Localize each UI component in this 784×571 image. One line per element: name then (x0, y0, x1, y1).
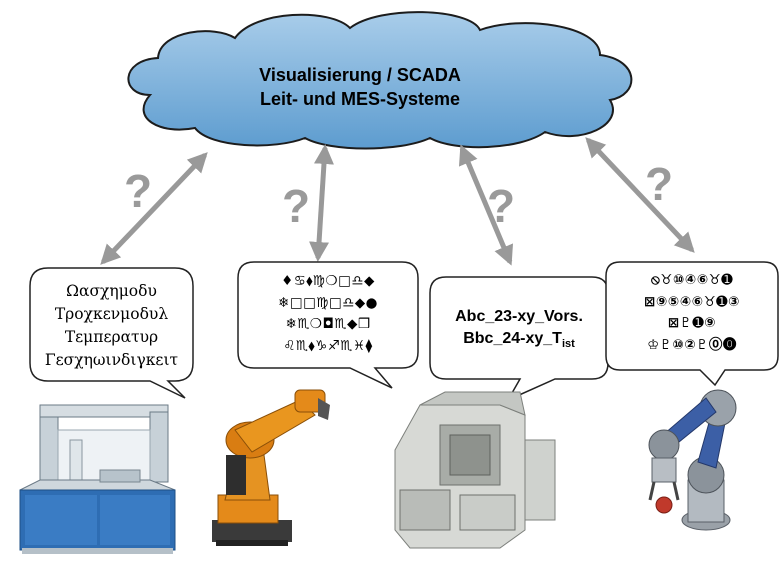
connection-arrows (100, 137, 695, 266)
speech-bubble-1 (29, 267, 194, 399)
cloud-subtitle: Leit- und MES-Systeme (259, 89, 461, 109)
bubble-4-line: ⊠♇➊⑨ (667, 315, 717, 331)
robot-arm-icon (648, 389, 737, 531)
bubble-1-text: Ωασχημοδυ Τροχκενμοδυλ Τεμπερατυρ Γεσχηω… (30, 280, 193, 372)
bubble-4-line: ⊠⑨⑤④⑥♉➊③ (644, 293, 740, 310)
cloud-shape (127, 11, 633, 150)
bubble-3-line-2-main: Bbc_24-xy_T (463, 330, 562, 347)
bubble-3-line-2: Bbc_24-xy_Tist (430, 328, 608, 355)
industrial-robot-icon (212, 389, 330, 546)
bubble-4-line: ♔♇⑩②♇⓪⓿ (647, 336, 737, 353)
bubble-1-line: Τροχκενμοδυλ (54, 305, 169, 323)
bubble-3-line-2-sub: ist (561, 338, 575, 351)
arrow-4 (585, 137, 695, 253)
bubble-2-line: ❄□□♍□♎◆● (278, 294, 378, 311)
bubble-3-text: Abc_23-xy_Vors. Bbc_24-xy_Tist (430, 306, 608, 355)
speech-bubble-2 (237, 261, 419, 389)
bubble-1-line: Τεμπερατυρ (64, 328, 159, 346)
bubble-2-text: ♦♋⬧♍❍□♎◆ ❄□□♍□♎◆● ❄♏❍◘♏◆❒ ♌♏⬧♑♐♏♓⧫ (238, 271, 418, 357)
bubble-2-line: ♌♏⬧♑♐♏♓⧫ (283, 337, 373, 354)
question-mark-4: ? (645, 158, 674, 210)
bubble-3-line-1: Abc_23-xy_Vors. (455, 308, 583, 325)
machine-tool-icon (394, 391, 556, 549)
speech-bubble-4 (605, 261, 779, 387)
bubble-2-line: ♦♋⬧♍❍□♎◆ (281, 273, 375, 289)
arrow-2 (309, 144, 334, 262)
cloud-title: Visualisierung / SCADA (259, 65, 461, 85)
question-mark-1: ? (124, 165, 153, 217)
bubble-1-line: Ωασχημοδυ (66, 282, 157, 300)
question-mark-2: ? (282, 180, 311, 232)
arrow-1 (100, 152, 208, 265)
bubble-2-line: ❄♏❍◘♏◆❒ (285, 316, 371, 332)
bubble-1-line: Γεσχηωινδιγκειτ (44, 351, 179, 369)
bubble-4-line: ⦸♉⑩④⑥♉➊ (650, 272, 734, 288)
arrow-3 (458, 144, 514, 266)
bubble-4-text: ⦸♉⑩④⑥♉➊ ⊠⑨⑤④⑥♉➊③ ⊠♇➊⑨ ♔♇⑩②♇⓪⓿ (606, 270, 778, 356)
cloud-label: Visualisierung / SCADA Leit- und MES-Sys… (200, 63, 520, 111)
lab-analyzer-icon (19, 404, 176, 554)
question-mark-3: ? (487, 180, 516, 232)
